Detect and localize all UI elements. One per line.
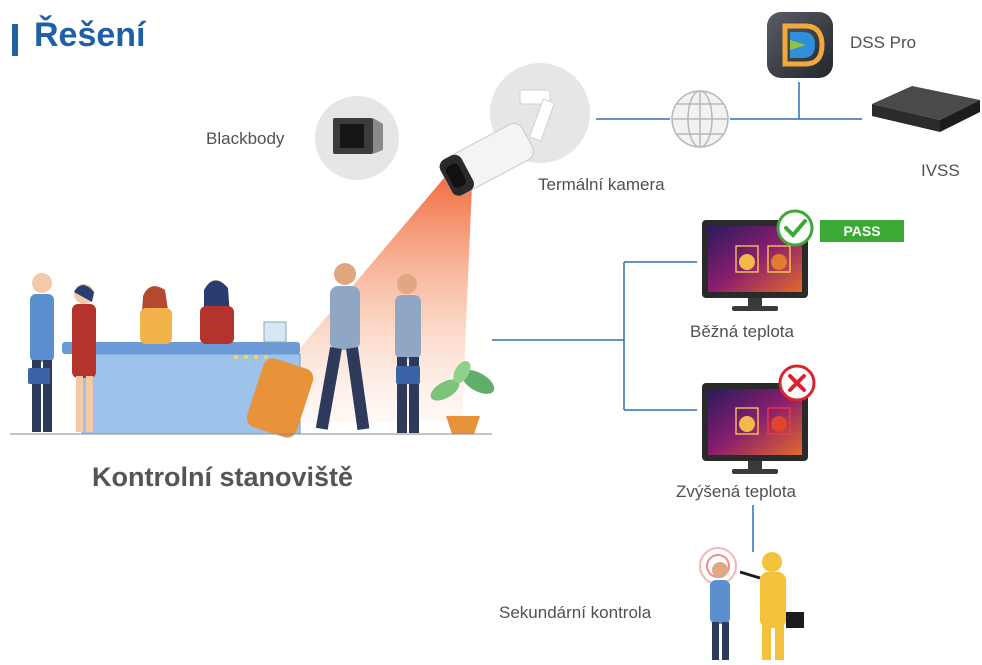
secondary-check-scene [699, 547, 804, 660]
elevated-temp-label: Zvýšená teplota [676, 482, 797, 501]
secondary-check-label: Sekundární kontrola [499, 603, 652, 622]
pass-badge: PASS [820, 220, 904, 242]
thermal-camera-icon [439, 63, 590, 196]
dss-pro-icon [767, 12, 833, 78]
traveller-group-queue [246, 263, 421, 438]
check-icon [776, 209, 814, 247]
page-title: Řešení [34, 16, 146, 54]
cross-icon [778, 364, 816, 402]
blackbody-icon [315, 96, 399, 180]
staff-group [140, 280, 234, 344]
thermal-camera-label: Termální kamera [538, 175, 665, 194]
ivss-recorder-icon [872, 86, 980, 132]
connector-lines [492, 82, 862, 552]
ivss-label: IVSS [921, 161, 960, 180]
checkpoint-label: Kontrolní stanoviště [92, 462, 354, 492]
dss-pro-label: DSS Pro [850, 33, 917, 52]
title-accent-bar [12, 24, 18, 56]
plant-icon [430, 361, 495, 434]
globe-icon [671, 90, 729, 148]
traveller-group-left [28, 273, 96, 432]
thermal-monitor-icon [702, 383, 808, 474]
normal-temp-label: Běžná teplota [690, 322, 794, 341]
blackbody-label: Blackbody [206, 129, 285, 148]
